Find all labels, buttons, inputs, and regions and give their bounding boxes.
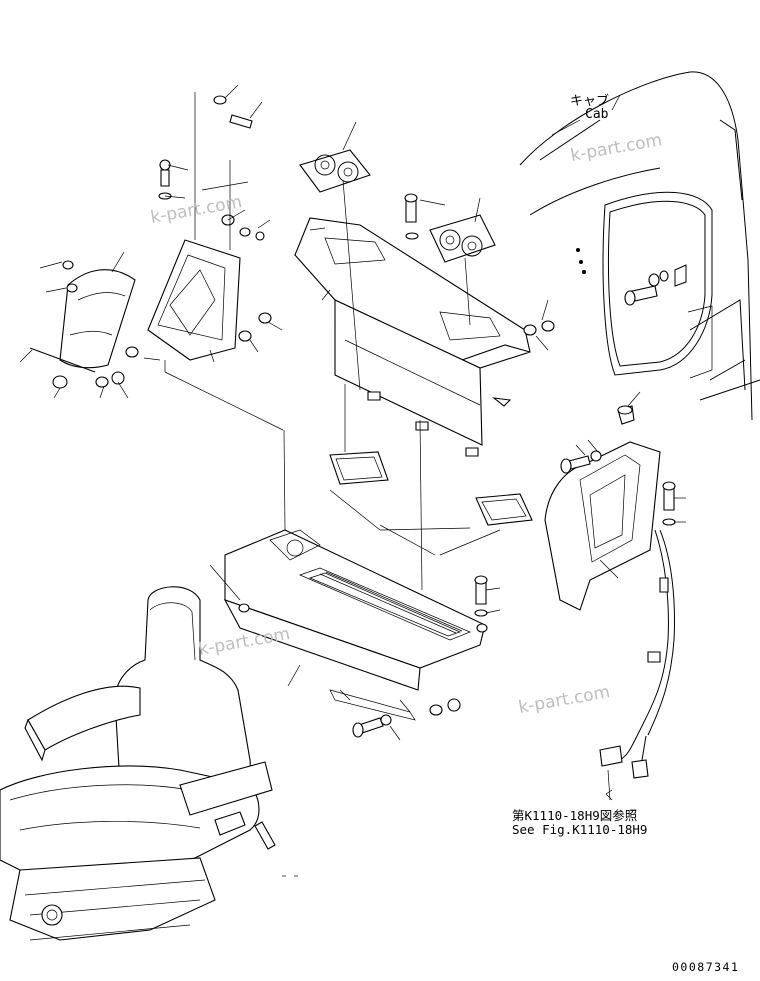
leader-lines-upper bbox=[309, 121, 549, 391]
cab-label-en: Cab bbox=[585, 107, 609, 122]
cab-label-jp: キャブ bbox=[570, 94, 610, 109]
cab-bolt bbox=[624, 270, 669, 306]
leader-lines-right bbox=[551, 94, 686, 801]
operator-seat bbox=[0, 586, 298, 941]
seal-gaskets bbox=[329, 384, 533, 556]
upper-console-fasteners bbox=[367, 193, 555, 457]
small-fasteners-left bbox=[52, 95, 272, 389]
lower-console bbox=[223, 529, 486, 721]
reference-label-jp: 第K1110-18H9図参照 bbox=[512, 808, 638, 823]
lower-console-fasteners bbox=[238, 575, 488, 738]
speakers bbox=[299, 149, 496, 263]
upper-console bbox=[294, 217, 531, 446]
cab-shell bbox=[519, 71, 760, 421]
left-bracket bbox=[147, 92, 241, 361]
left-cover-panel bbox=[29, 269, 136, 373]
leader-lines-lower bbox=[164, 360, 501, 741]
right-side-cover bbox=[544, 405, 661, 611]
drawing-number: 00087341 bbox=[672, 960, 740, 974]
leader-lines-left bbox=[19, 84, 283, 399]
reference-label-en: See Fig.K1110-18H9 bbox=[512, 822, 648, 837]
wire-harness bbox=[599, 529, 675, 779]
